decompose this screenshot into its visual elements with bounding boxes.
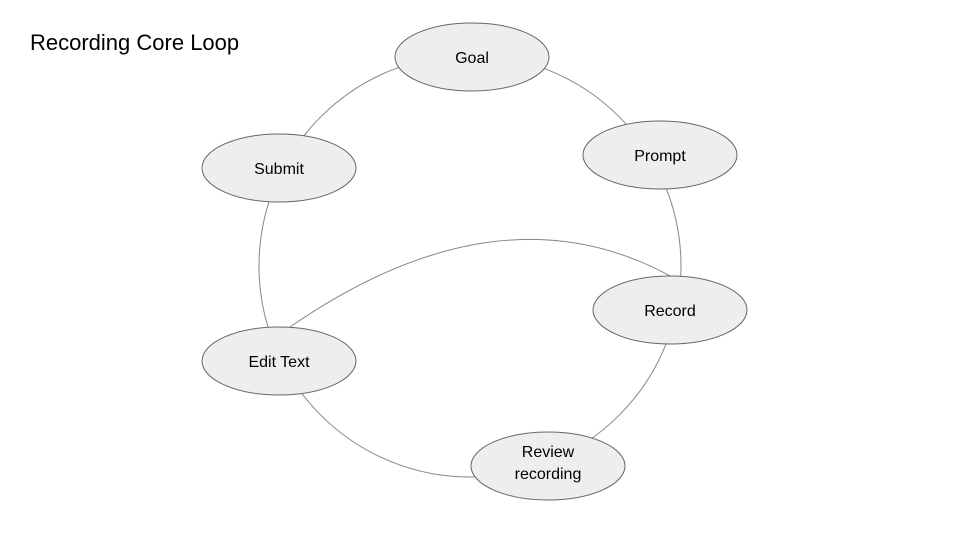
node-edit-text: Edit Text	[201, 326, 357, 396]
node-record-shape	[592, 275, 748, 345]
page-title: Recording Core Loop	[30, 30, 240, 55]
node-goal-label: Goal	[455, 50, 489, 67]
node-edit-text-label: Edit Text	[248, 354, 310, 371]
node-prompt-label: Prompt	[634, 148, 686, 165]
edge-edit-text-to-record	[289, 238, 673, 328]
node-goal-shape	[394, 22, 550, 92]
node-submit-shape	[201, 133, 357, 203]
node-record-label: Record	[644, 303, 696, 320]
node-prompt-shape	[582, 120, 738, 190]
node-goal: Goal	[394, 22, 550, 92]
node-submit-label: Submit	[254, 161, 304, 178]
node-review-recording-shape	[470, 431, 626, 501]
node-record: Record	[592, 275, 748, 345]
loop-circle-edge	[258, 54, 682, 478]
node-prompt: Prompt	[582, 120, 738, 190]
node-submit: Submit	[201, 133, 357, 203]
node-edit-text-shape	[201, 326, 357, 396]
